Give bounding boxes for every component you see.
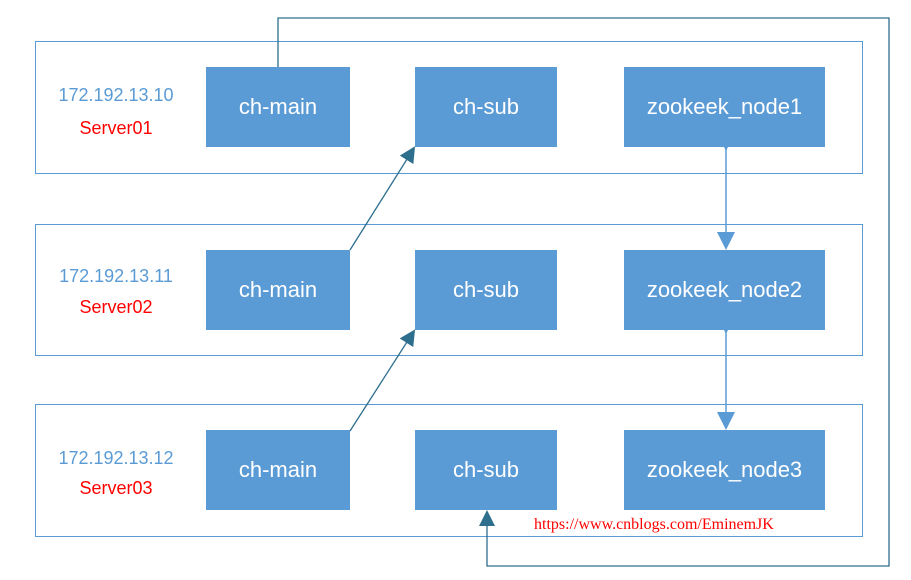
server-01-name: Server01 <box>79 118 153 138</box>
server-01-ch-main: ch-main <box>206 67 350 147</box>
server-01-zookeeper-node: zookeek_node1 <box>624 67 825 147</box>
server-02-zookeeper-node: zookeek_node2 <box>624 250 825 330</box>
server-02-ip: 172.192.13.11 <box>59 266 173 286</box>
server-01-ip: 172.192.13.10 <box>58 85 174 105</box>
watermark-url: https://www.cnblogs.com/EminemJK <box>534 516 774 533</box>
server-02-ch-main: ch-main <box>206 250 350 330</box>
server-02-name: Server02 <box>79 297 153 317</box>
server-03-ip: 172.192.13.12 <box>58 448 174 468</box>
server-01-ch-sub: ch-sub <box>415 67 557 147</box>
server-02-ch-sub: ch-sub <box>415 250 557 330</box>
server-03-zookeeper-node: zookeek_node3 <box>624 430 825 510</box>
server-03-ch-sub: ch-sub <box>415 430 557 510</box>
server-03-name: Server03 <box>79 478 153 498</box>
server-03-ch-main: ch-main <box>206 430 350 510</box>
